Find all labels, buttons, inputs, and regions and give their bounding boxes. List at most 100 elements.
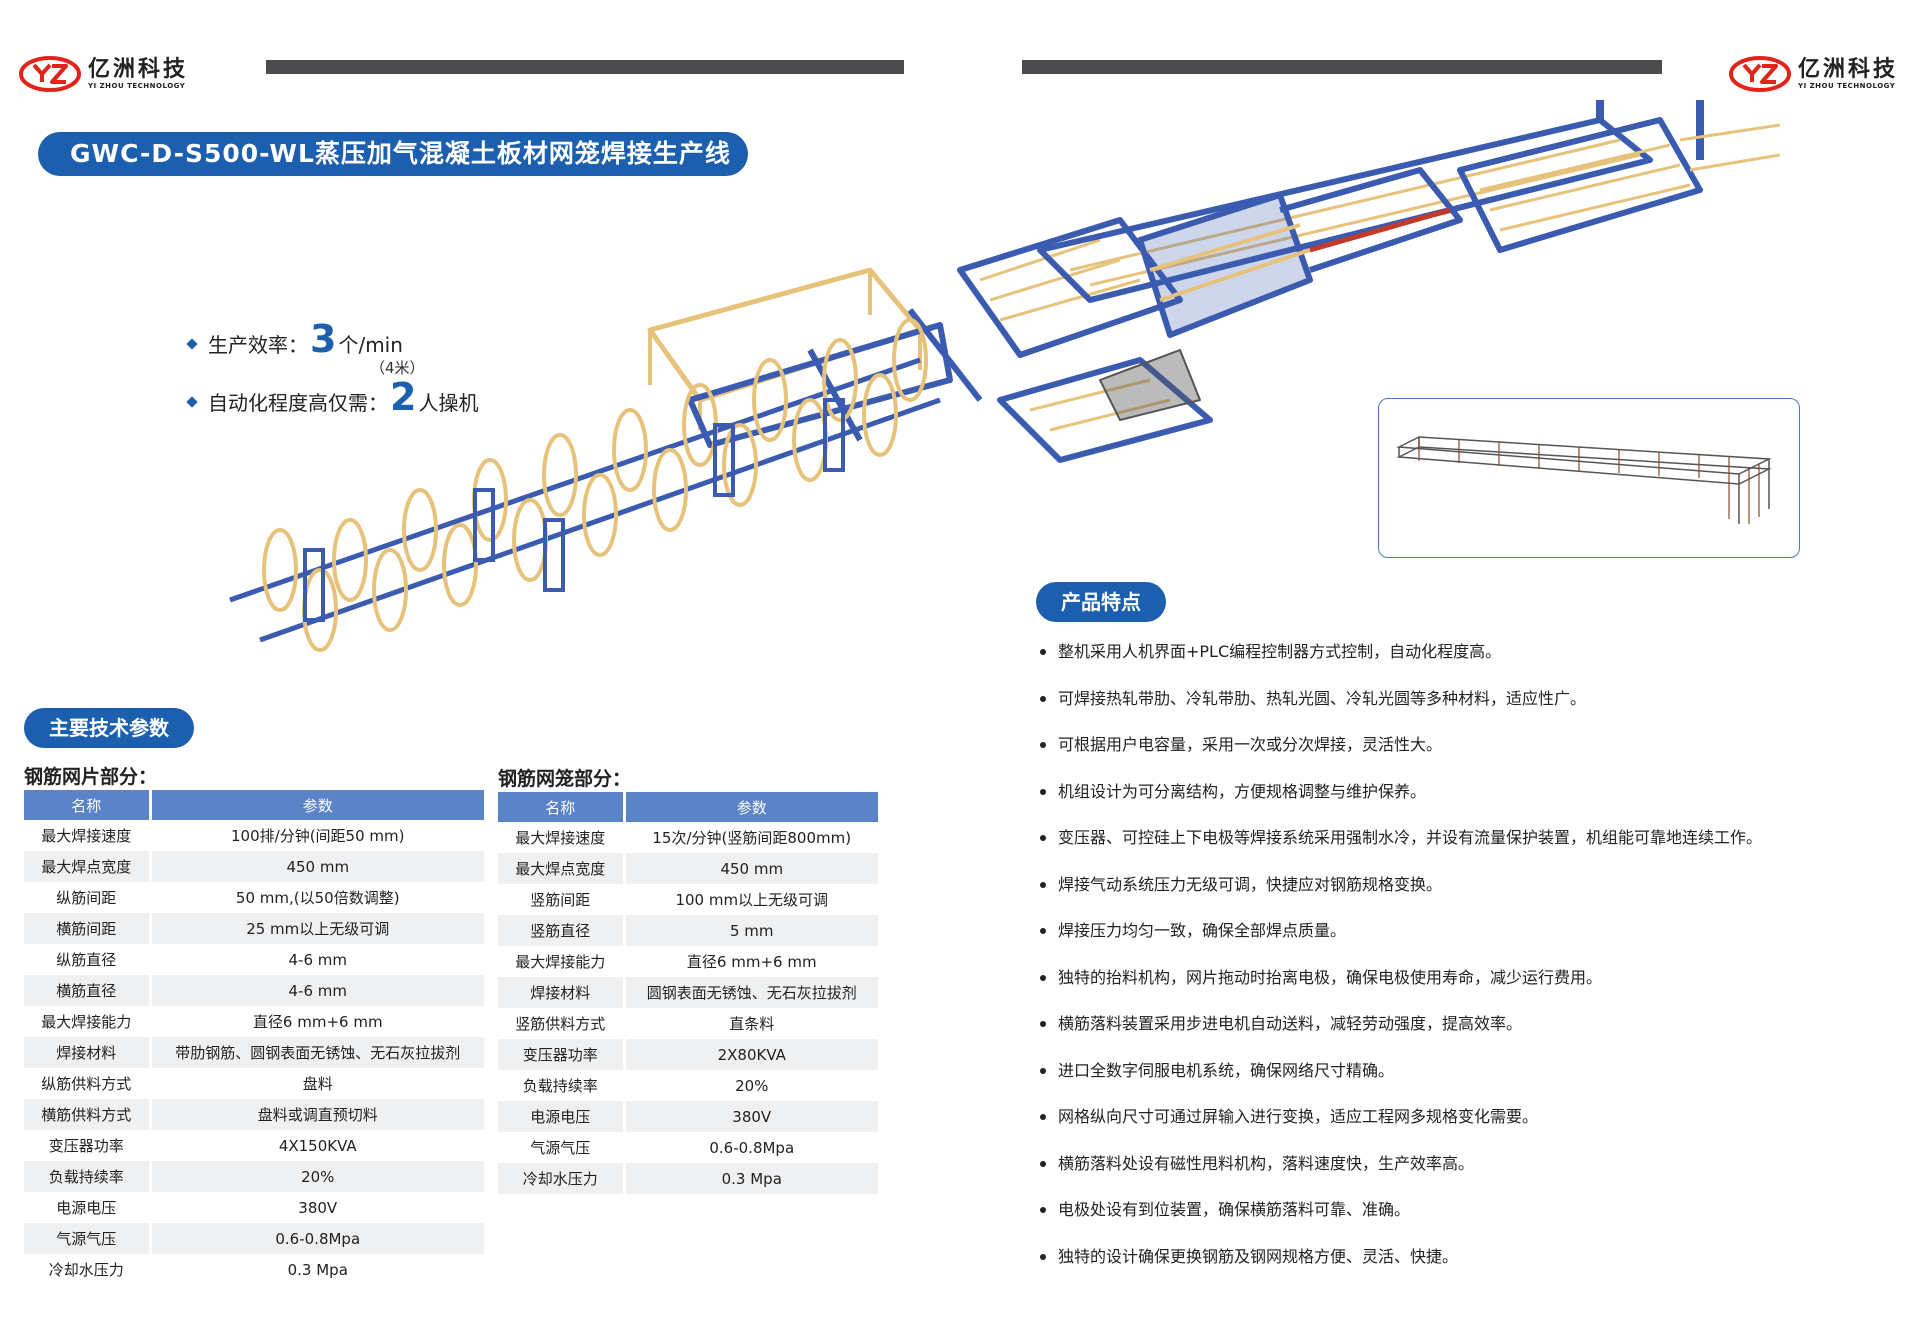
param-value-cell: 0.3 Mpa (624, 1163, 878, 1194)
param-name-cell: 横筋供料方式 (24, 1099, 152, 1130)
bullet-icon (1040, 695, 1046, 702)
features-heading: 产品特点 (1036, 582, 1166, 622)
feature-item: 变压器、可控硅上下电极等焊接系统采用强制水冷，并设有流量保护装置，机组能可靠地连… (1040, 826, 1762, 873)
param-value-cell: 直条料 (729, 1015, 775, 1033)
bullet-icon (1040, 788, 1046, 795)
param-name-cell: 最大焊接速度 (498, 822, 626, 853)
param-value-cell: 0.3 Mpa (287, 1260, 348, 1279)
table-header-value: 参数 (624, 792, 878, 822)
table-row: 最大焊接能力 直径6 mm+6 mm (498, 946, 878, 977)
table-row: 焊接材料带肋钢筋、圆钢表面无锈蚀、无石灰拉拔剂 (24, 1037, 484, 1068)
param-value-cell: 4-6 mm (288, 950, 348, 969)
feature-text: 横筋落料装置采用步进电机自动送料，减轻劳动强度，提高效率。 (1058, 1014, 1523, 1033)
param-name-cell: 纵筋直径 (24, 944, 152, 975)
spec-automation-value: 2 (390, 375, 417, 419)
tech-params-heading: 主要技术参数 (24, 708, 194, 748)
feature-text: 独特的设计确保更换钢筋及钢网规格方便、灵活、快捷。 (1058, 1246, 1459, 1266)
param-value-cell: 100 mm以上无级可调 (675, 891, 829, 909)
feature-text: 焊接气动系统压力无级可调，快捷应对钢筋规格变换。 (1058, 874, 1443, 894)
bullet-icon (1040, 1207, 1046, 1213)
feature-item: 电极处设有到位装置，确保横筋落料可靠、准确。 (1040, 1198, 1762, 1245)
yz-logo-icon (1728, 54, 1792, 94)
bullet-icon (1040, 649, 1046, 655)
param-name-cell: 最大焊接能力 (24, 1006, 152, 1037)
table-header-value: 参数 (150, 790, 484, 820)
feature-item: 整机采用人机界面+PLC编程控制器方式控制，自动化程度高。 (1040, 640, 1762, 687)
product-image-box (1378, 398, 1800, 558)
param-value-cell: 15次/分钟(竖筋间距800mm) (652, 829, 852, 847)
bullet-icon (1040, 1067, 1046, 1074)
param-value-cell: 盘料或调直预切料 (150, 1099, 484, 1130)
spec-efficiency-unit: 个/min (338, 333, 403, 357)
table-row: 最大焊接能力直径6 mm+6 mm (24, 1006, 484, 1037)
param-name-cell: 电源电压 (24, 1192, 152, 1223)
param-value-cell: 4X150KVA (278, 1136, 357, 1155)
param-name-cell: 最大焊点宽度 (498, 853, 626, 884)
feature-text: 机组设计为可分离结构，方便规格调整与维护保养。 (1058, 781, 1427, 801)
param-name-cell: 最大焊点宽度 (24, 851, 152, 882)
feature-item: 可焊接热轧带肋、冷轧带肋、热轧光圆、冷轧光圆等多种材料，适应性广。 (1040, 687, 1762, 734)
param-name-cell: 横筋间距 (24, 913, 152, 944)
param-value-cell: 直径6 mm+6 mm (686, 953, 817, 971)
brand-logo-left: 亿洲科技 YI ZHOU TECHNOLOGY (18, 54, 188, 94)
brand-name-en: YI ZHOU TECHNOLOGY (1798, 81, 1896, 90)
bullet-icon (1040, 1160, 1046, 1167)
feature-text: 变压器、可控硅上下电极等焊接系统采用强制水冷，并设有流量保护装置，机组能可靠地连… (1058, 828, 1763, 847)
diamond-bullet-icon (186, 338, 198, 350)
param-value-cell: 50 mm,(以50倍数调整) (235, 889, 400, 907)
param-name-cell: 冷却水压力 (24, 1254, 152, 1285)
param-value-cell: 0.6-0.8Mpa (150, 1223, 484, 1254)
param-value-cell: 20% (735, 1076, 769, 1095)
param-name-cell: 最大焊接速度 (24, 820, 152, 851)
feature-text: 焊接压力均匀一致，确保全部焊点质量。 (1058, 921, 1347, 940)
param-value-cell: 0.6-0.8Mpa (709, 1138, 795, 1157)
brand-logo-right: 亿洲科技 YI ZHOU TECHNOLOGY (1728, 54, 1898, 94)
spec-automation-label: 自动化程度高仅需： (208, 391, 388, 415)
brand-name-cn: 亿洲科技 (88, 56, 189, 82)
feature-text: 可焊接热轧带肋、冷轧带肋、热轧光圆、冷轧光圆等多种材料，适应性广。 (1058, 688, 1587, 708)
bullet-icon (1040, 1253, 1046, 1260)
param-name-cell: 竖筋直径 (498, 915, 626, 946)
bullet-icon (1040, 835, 1046, 841)
feature-item: 机组设计为可分离结构，方便规格调整与维护保养。 (1040, 780, 1762, 827)
feature-text: 进口全数字伺服电机系统，确保网络尺寸精确。 (1058, 1060, 1395, 1080)
feature-text: 网格纵向尺寸可通过屏输入进行变换，适应工程网多规格变化需要。 (1058, 1107, 1539, 1126)
header-bar-right (1022, 60, 1662, 74)
mesh-cage-image (1396, 436, 1772, 524)
param-value-cell: 450 mm (150, 851, 484, 882)
table-row: 竖筋供料方式 直条料 (498, 1008, 878, 1039)
production-line-illustration (229, 100, 1780, 652)
param-value-cell: 380V (624, 1101, 878, 1132)
param-value-cell: 100排/分钟(间距50 mm) (231, 827, 405, 845)
param-value-cell: 4-6 mm (150, 975, 484, 1006)
table-row: 纵筋供料方式盘料 (24, 1068, 484, 1099)
spec-automation-unit: 人操机 (418, 391, 479, 415)
spec-efficiency-note: （4米） (370, 359, 425, 377)
bullet-icon (1040, 881, 1046, 888)
table-header-name: 名称 (498, 792, 626, 822)
param-name-cell: 焊接材料 (24, 1037, 152, 1068)
param-name-cell: 竖筋间距 (498, 884, 626, 915)
feature-item: 可根据用户电容量，采用一次或分次焊接，灵活性大。 (1040, 733, 1762, 780)
table-row: 横筋供料方式盘料或调直预切料 (24, 1099, 484, 1130)
table-row: 纵筋直径 4-6 mm (24, 944, 484, 975)
param-name-cell: 纵筋间距 (24, 882, 152, 913)
param-value-cell: 圆钢表面无锈蚀、无石灰拉拔剂 (624, 977, 878, 1008)
param-name-cell: 冷却水压力 (498, 1163, 626, 1194)
table-row: 纵筋间距 50 mm,(以50倍数调整) (24, 882, 484, 913)
brand-name-en: YI ZHOU TECHNOLOGY (88, 81, 186, 90)
param-value-cell: 5 mm (624, 915, 878, 946)
feature-text: 电极处设有到位装置，确保横筋落料可靠、准确。 (1058, 1200, 1411, 1219)
spec-automation: 自动化程度高仅需： 2 人操机 (186, 375, 479, 419)
param-name-cell: 最大焊接能力 (498, 946, 626, 977)
param-name-cell: 竖筋供料方式 (498, 1008, 626, 1039)
